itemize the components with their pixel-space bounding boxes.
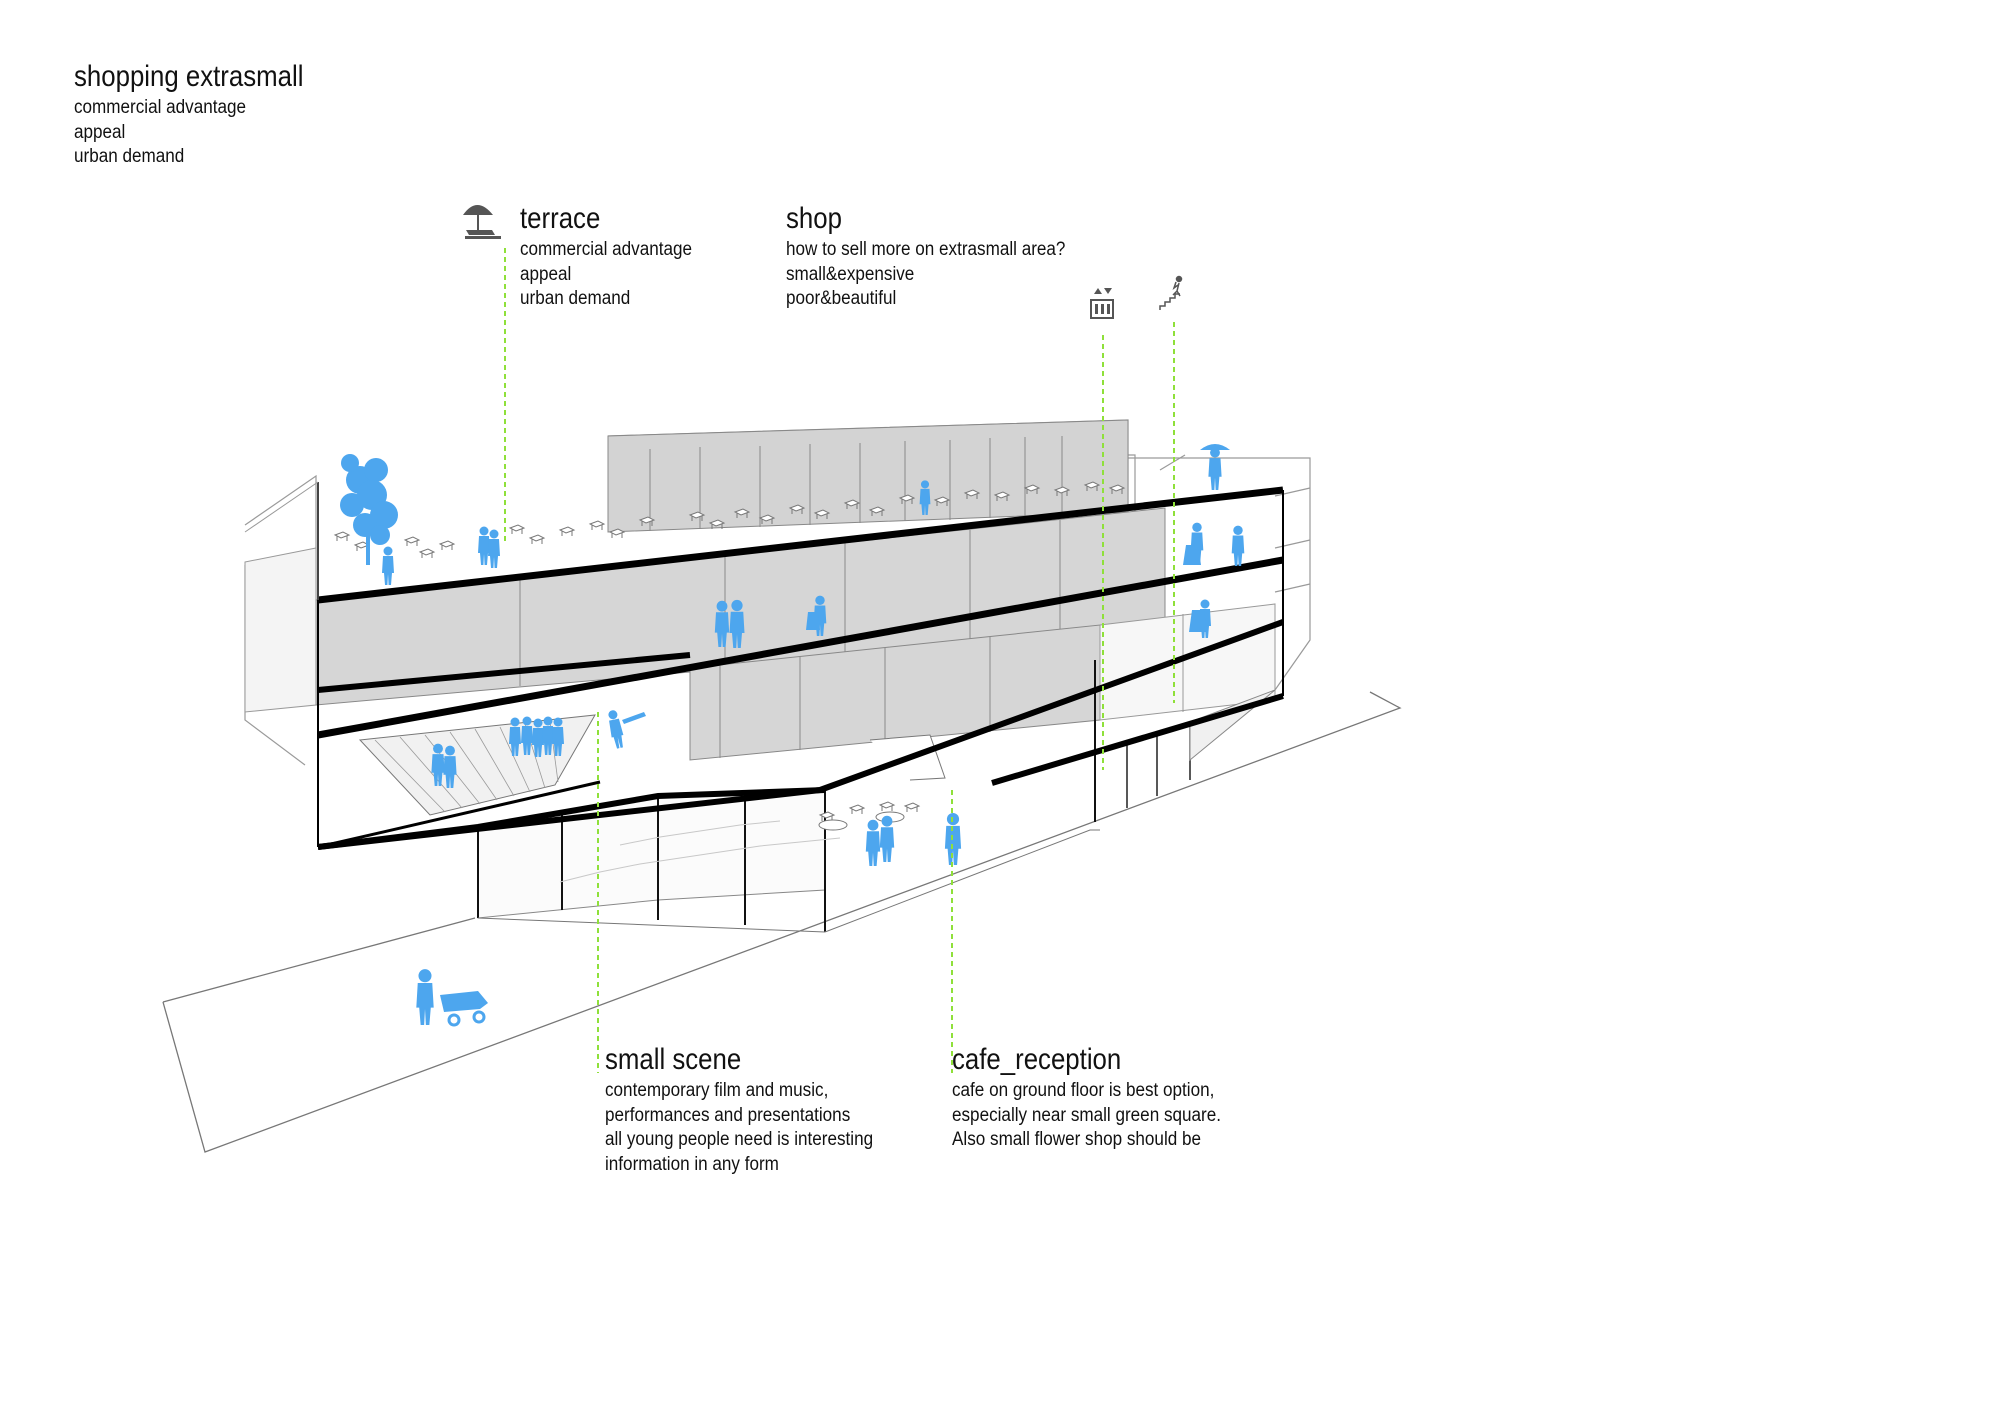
cafe-reception-title: cafe_reception [952,1043,1122,1076]
leader-lines [504,248,1175,1073]
terrace-tree [340,454,398,565]
main-line-2: appeal [74,121,126,143]
main-title: shopping extrasmall [74,60,304,93]
stairs-person-icon [1159,275,1183,310]
cafe-reception-line-1: cafe on ground floor is best option, [952,1080,1215,1101]
small-scene-title: small scene [605,1043,742,1076]
people-silhouettes [382,444,1245,1027]
main-line-1: commercial advantage [74,97,247,118]
cafe-reception-line-3: Also small flower shop should be [952,1129,1202,1150]
elevator-icon [1090,288,1114,319]
shop-label: shop how to sell more on extrasmall area… [786,204,1096,314]
main-text-block: shopping extrasmall commercial advantage… [74,62,341,172]
terrace-line-1: commercial advantage [520,239,693,260]
terrace-line-3: urban demand [520,288,631,309]
shop-line-2: small&expensive [786,263,915,285]
small-scene-line-1: contemporary film and music, [605,1080,829,1101]
terrace-line-2: appeal [520,263,572,285]
shop-line-3: poor&beautiful [786,288,897,309]
small-scene-line-3: all young people need is interesting [605,1129,874,1150]
shop-line-1: how to sell more on extrasmall area? [786,239,1066,260]
terrace-label: terrace commercial advantage appeal urba… [520,204,711,314]
floor-slabs [244,481,1285,850]
cafe-reception-label: cafe_reception cafe on ground floor is b… [952,1045,1251,1155]
terrace-title: terrace [520,202,601,235]
rooftop-pavilion [607,419,1129,533]
small-scene-line-2: performances and presentations [605,1104,851,1126]
ground-plane [162,691,1402,1153]
cafe-reception-line-2: especially near small green square. [952,1104,1222,1126]
main-line-3: urban demand [74,146,185,167]
small-scene-line-4: information in any form [605,1153,779,1175]
shop-title: shop [786,202,842,235]
umbrella-deckchair-icon [463,205,501,239]
small-scene-label: small scene contemporary film and music,… [605,1045,903,1179]
